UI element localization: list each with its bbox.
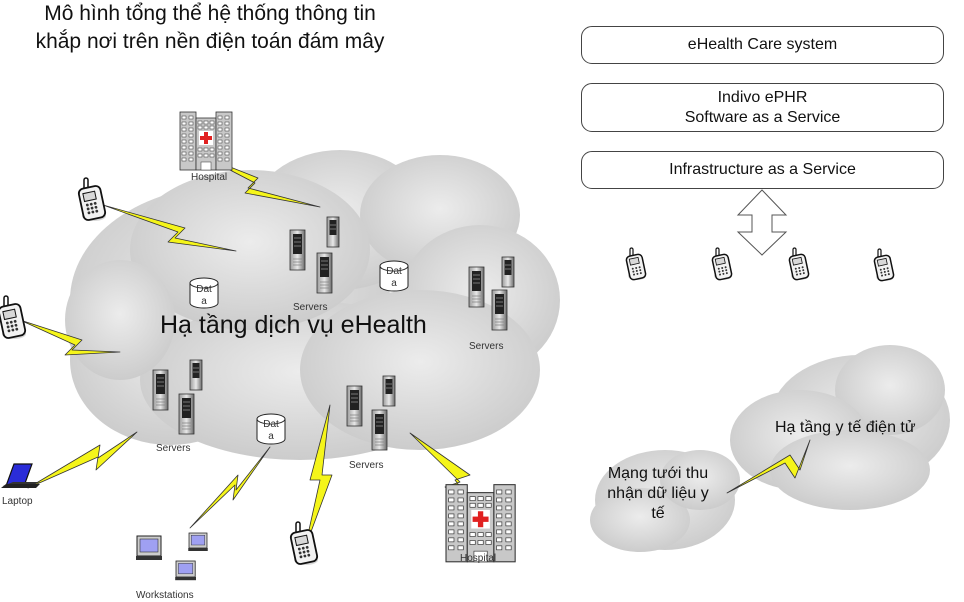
mobile-phone-icon bbox=[872, 248, 896, 283]
laptop-icon bbox=[1, 463, 40, 488]
layer-label: eHealth Care system bbox=[687, 36, 838, 53]
layer-infrastructure-as-service: Infrastructure as a Service bbox=[581, 151, 944, 189]
layer-label: Indivo ePHR bbox=[717, 88, 808, 106]
hospital-icon bbox=[445, 483, 516, 563]
hospital-label: Hospital bbox=[191, 172, 228, 183]
title-line-1: Mô hình tổng thể hệ thống thông tin bbox=[44, 2, 376, 25]
servers-label: Servers bbox=[349, 460, 384, 471]
hospital-label: Hospital bbox=[460, 553, 497, 564]
cloud-ehealth-infra bbox=[730, 345, 950, 510]
double-arrow-icon bbox=[736, 189, 788, 256]
mobile-phone-icon bbox=[624, 247, 648, 282]
layer-software-as-service: Indivo ePHR Software as a Service bbox=[581, 83, 944, 132]
layer-label: Software as a Service bbox=[684, 108, 841, 126]
laptop-label: Laptop bbox=[2, 496, 33, 507]
servers-label: Servers bbox=[293, 302, 328, 313]
ehealth-infra-label: Hạ tầng y tế điện tử bbox=[775, 419, 916, 436]
mobile-phone-icon bbox=[77, 177, 107, 222]
mobile-phone-icon bbox=[710, 247, 734, 282]
title-line-2: khắp nơi trên nền điện toán đám mây bbox=[35, 30, 385, 53]
layer-label: Infrastructure as a Service bbox=[669, 161, 856, 178]
main-cloud-label: Hạ tầng dịch vụ eHealth bbox=[160, 311, 427, 339]
mobile-phone-icon bbox=[0, 295, 27, 340]
workstations-icon bbox=[135, 532, 209, 581]
page-title: Mô hình tổng thể hệ thống thông tin khắp… bbox=[0, 0, 420, 56]
mobile-phone-icon bbox=[289, 521, 319, 566]
hospital-icon bbox=[179, 111, 233, 171]
layer-ehealth-care: eHealth Care system bbox=[581, 26, 944, 64]
workstations-label: Workstations bbox=[136, 590, 194, 601]
servers-label: Servers bbox=[156, 443, 191, 454]
cloud-sensor-network bbox=[590, 450, 740, 552]
mobile-phone-icon bbox=[787, 247, 811, 282]
servers-label: Servers bbox=[469, 341, 504, 352]
sensor-network-label: Mạng tưới thu nhận dữ liệu y tế bbox=[607, 465, 709, 522]
